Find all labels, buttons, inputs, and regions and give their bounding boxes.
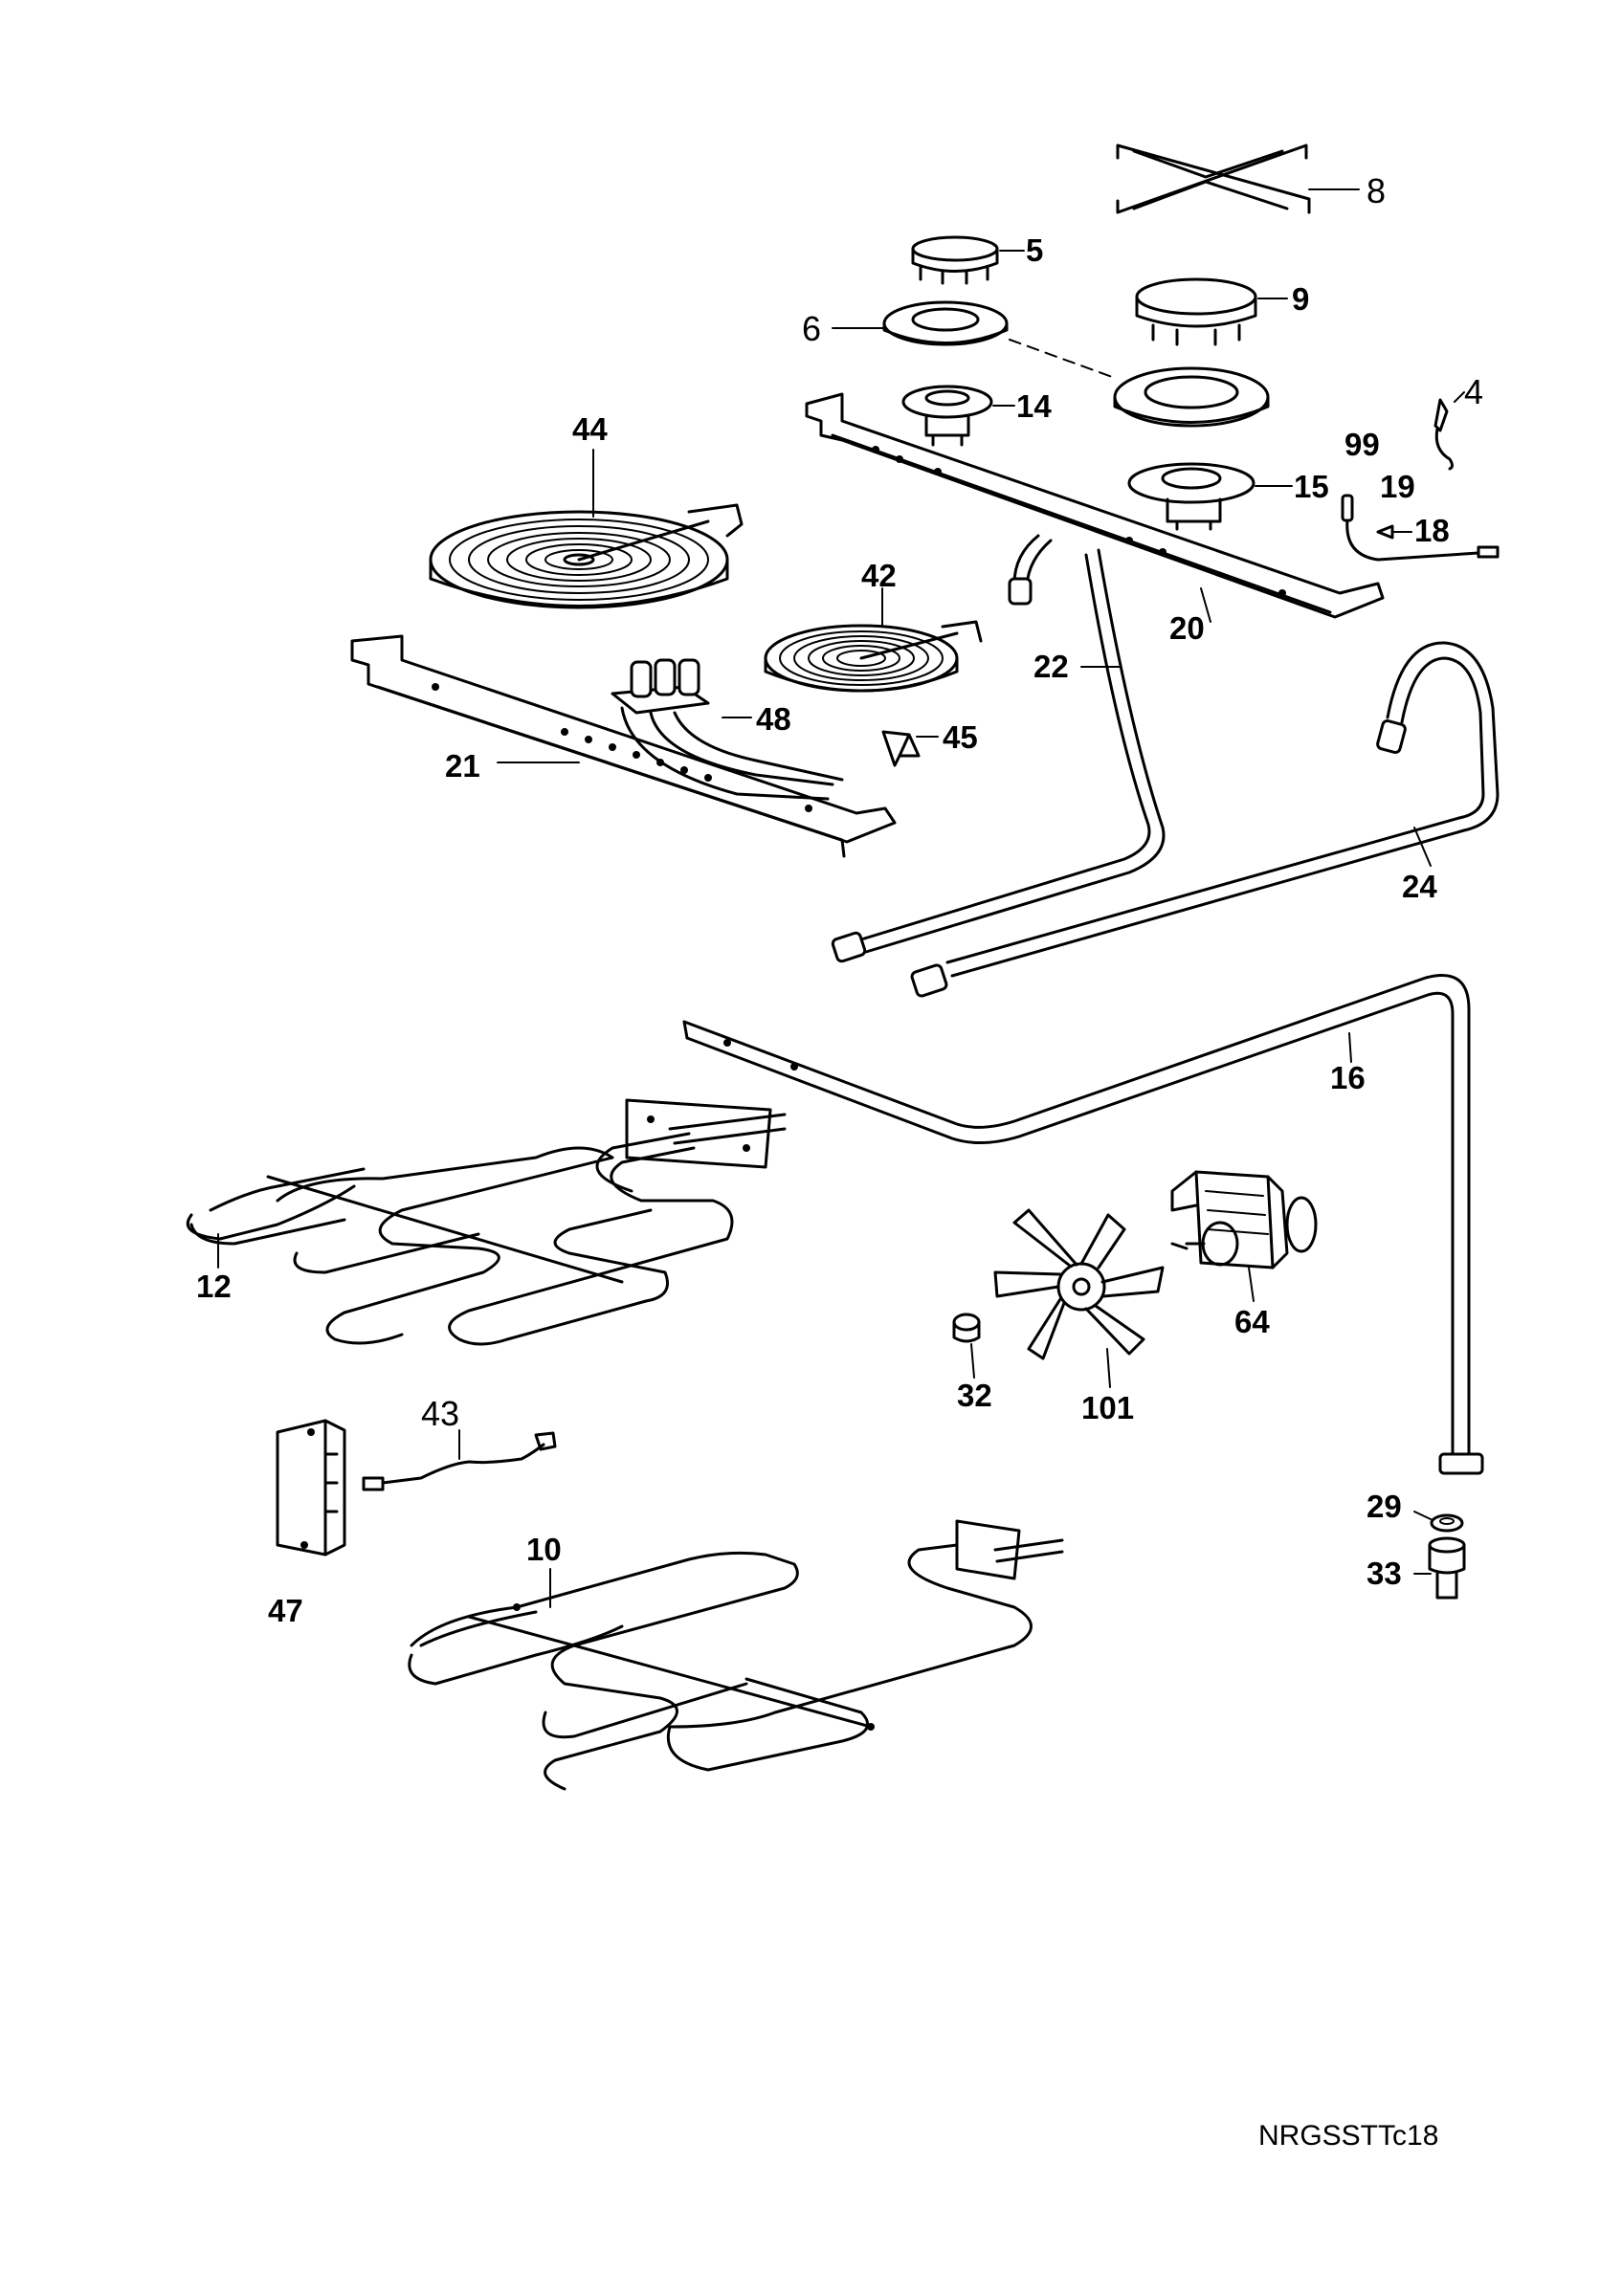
part-8-pan-support <box>1116 144 1360 214</box>
label-part-24: 24 <box>1402 869 1437 904</box>
label-part-5: 5 <box>1026 232 1044 268</box>
label-part-29: 29 <box>1366 1489 1402 1524</box>
label-part-20: 20 <box>1169 610 1205 646</box>
part-32-nut <box>952 1313 981 1379</box>
label-part-9: 9 <box>1292 281 1310 317</box>
label-part-4: 4 <box>1464 372 1484 411</box>
label-part-101: 101 <box>1081 1390 1135 1425</box>
part-29-washer <box>1413 1511 1464 1533</box>
label-part-12: 12 <box>196 1269 232 1304</box>
label-part-22: 22 <box>1033 649 1069 684</box>
reference-code: NRGSSTTc18 <box>1258 2120 1439 2152</box>
label-part-10: 10 <box>526 1532 562 1567</box>
part-4-thermocouple <box>1433 391 1465 471</box>
label-part-44: 44 <box>572 411 608 447</box>
label-part-43: 43 <box>421 1394 460 1433</box>
part-45-clip <box>881 730 939 767</box>
label-part-15: 15 <box>1294 469 1329 504</box>
part-44-hotplate-large <box>429 449 744 609</box>
part-15-burner-base <box>1127 462 1293 531</box>
label-part-16: 16 <box>1330 1060 1366 1095</box>
part-5-burner-cap <box>911 235 1025 285</box>
label-part-19: 19 <box>1380 469 1415 504</box>
part-64-fan-motor <box>1170 1170 1318 1302</box>
part-19-thermocouple <box>1341 494 1500 562</box>
part-42-hotplate-small <box>764 587 983 693</box>
label-part-42: 42 <box>861 558 897 593</box>
part-101-fan-blade <box>993 1208 1165 1388</box>
part-33-connector <box>1413 1536 1466 1600</box>
part-47-bracket <box>276 1419 346 1556</box>
label-part-8: 8 <box>1366 171 1387 210</box>
part-9-burner-large <box>1135 277 1288 346</box>
label-part-48: 48 <box>756 701 791 737</box>
part-24-gas-pipe <box>910 641 1500 998</box>
burner-ring-large <box>1113 366 1270 428</box>
label-part-99: 99 <box>1344 427 1380 462</box>
label-part-33: 33 <box>1366 1556 1402 1591</box>
label-part-45: 45 <box>943 719 978 755</box>
part-43-cable <box>362 1429 557 1491</box>
label-part-14: 14 <box>1016 388 1052 424</box>
part-6-burner-ring <box>832 300 1116 379</box>
part-22-gas-pipe <box>831 534 1166 963</box>
part-16-rod <box>682 973 1484 1475</box>
part-10-oven-element <box>408 1519 1064 1791</box>
label-part-32: 32 <box>957 1378 992 1413</box>
part-21-support-rail <box>350 634 897 858</box>
label-part-47: 47 <box>268 1593 303 1628</box>
part-20-support-rail <box>805 392 1385 623</box>
part-48-switch-block <box>611 658 844 801</box>
label-part-6: 6 <box>802 309 822 348</box>
label-part-64: 64 <box>1234 1304 1270 1339</box>
part-14-burner-base <box>901 385 1015 447</box>
label-part-21: 21 <box>445 748 480 784</box>
label-part-18: 18 <box>1414 513 1450 548</box>
part-12-grill-element <box>186 1098 787 1346</box>
part-18-clip <box>1376 524 1412 540</box>
